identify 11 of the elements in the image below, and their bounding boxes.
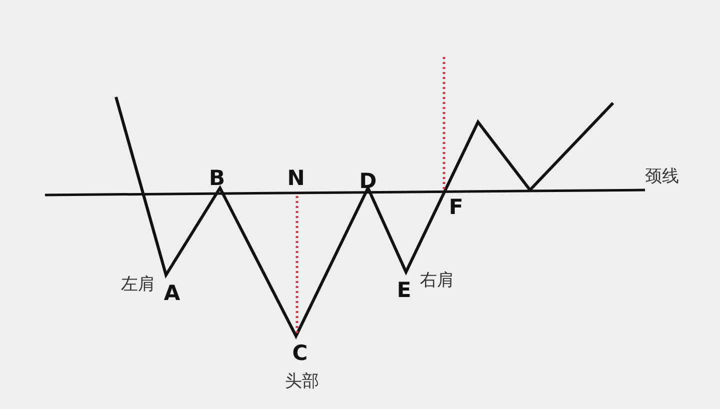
annotation-label: 左肩 bbox=[121, 274, 155, 296]
point-label: C bbox=[292, 341, 308, 365]
annotation-label: 头部 bbox=[285, 370, 319, 392]
point-label: A bbox=[164, 281, 180, 305]
point-label: E bbox=[396, 278, 412, 302]
annotation-label: 右肩 bbox=[420, 270, 454, 292]
point-label: F bbox=[448, 195, 464, 219]
point-label: D bbox=[359, 169, 377, 193]
point-label: B bbox=[209, 166, 225, 190]
point-label: N bbox=[287, 166, 305, 190]
annotation-label: 颈线 bbox=[645, 166, 679, 188]
